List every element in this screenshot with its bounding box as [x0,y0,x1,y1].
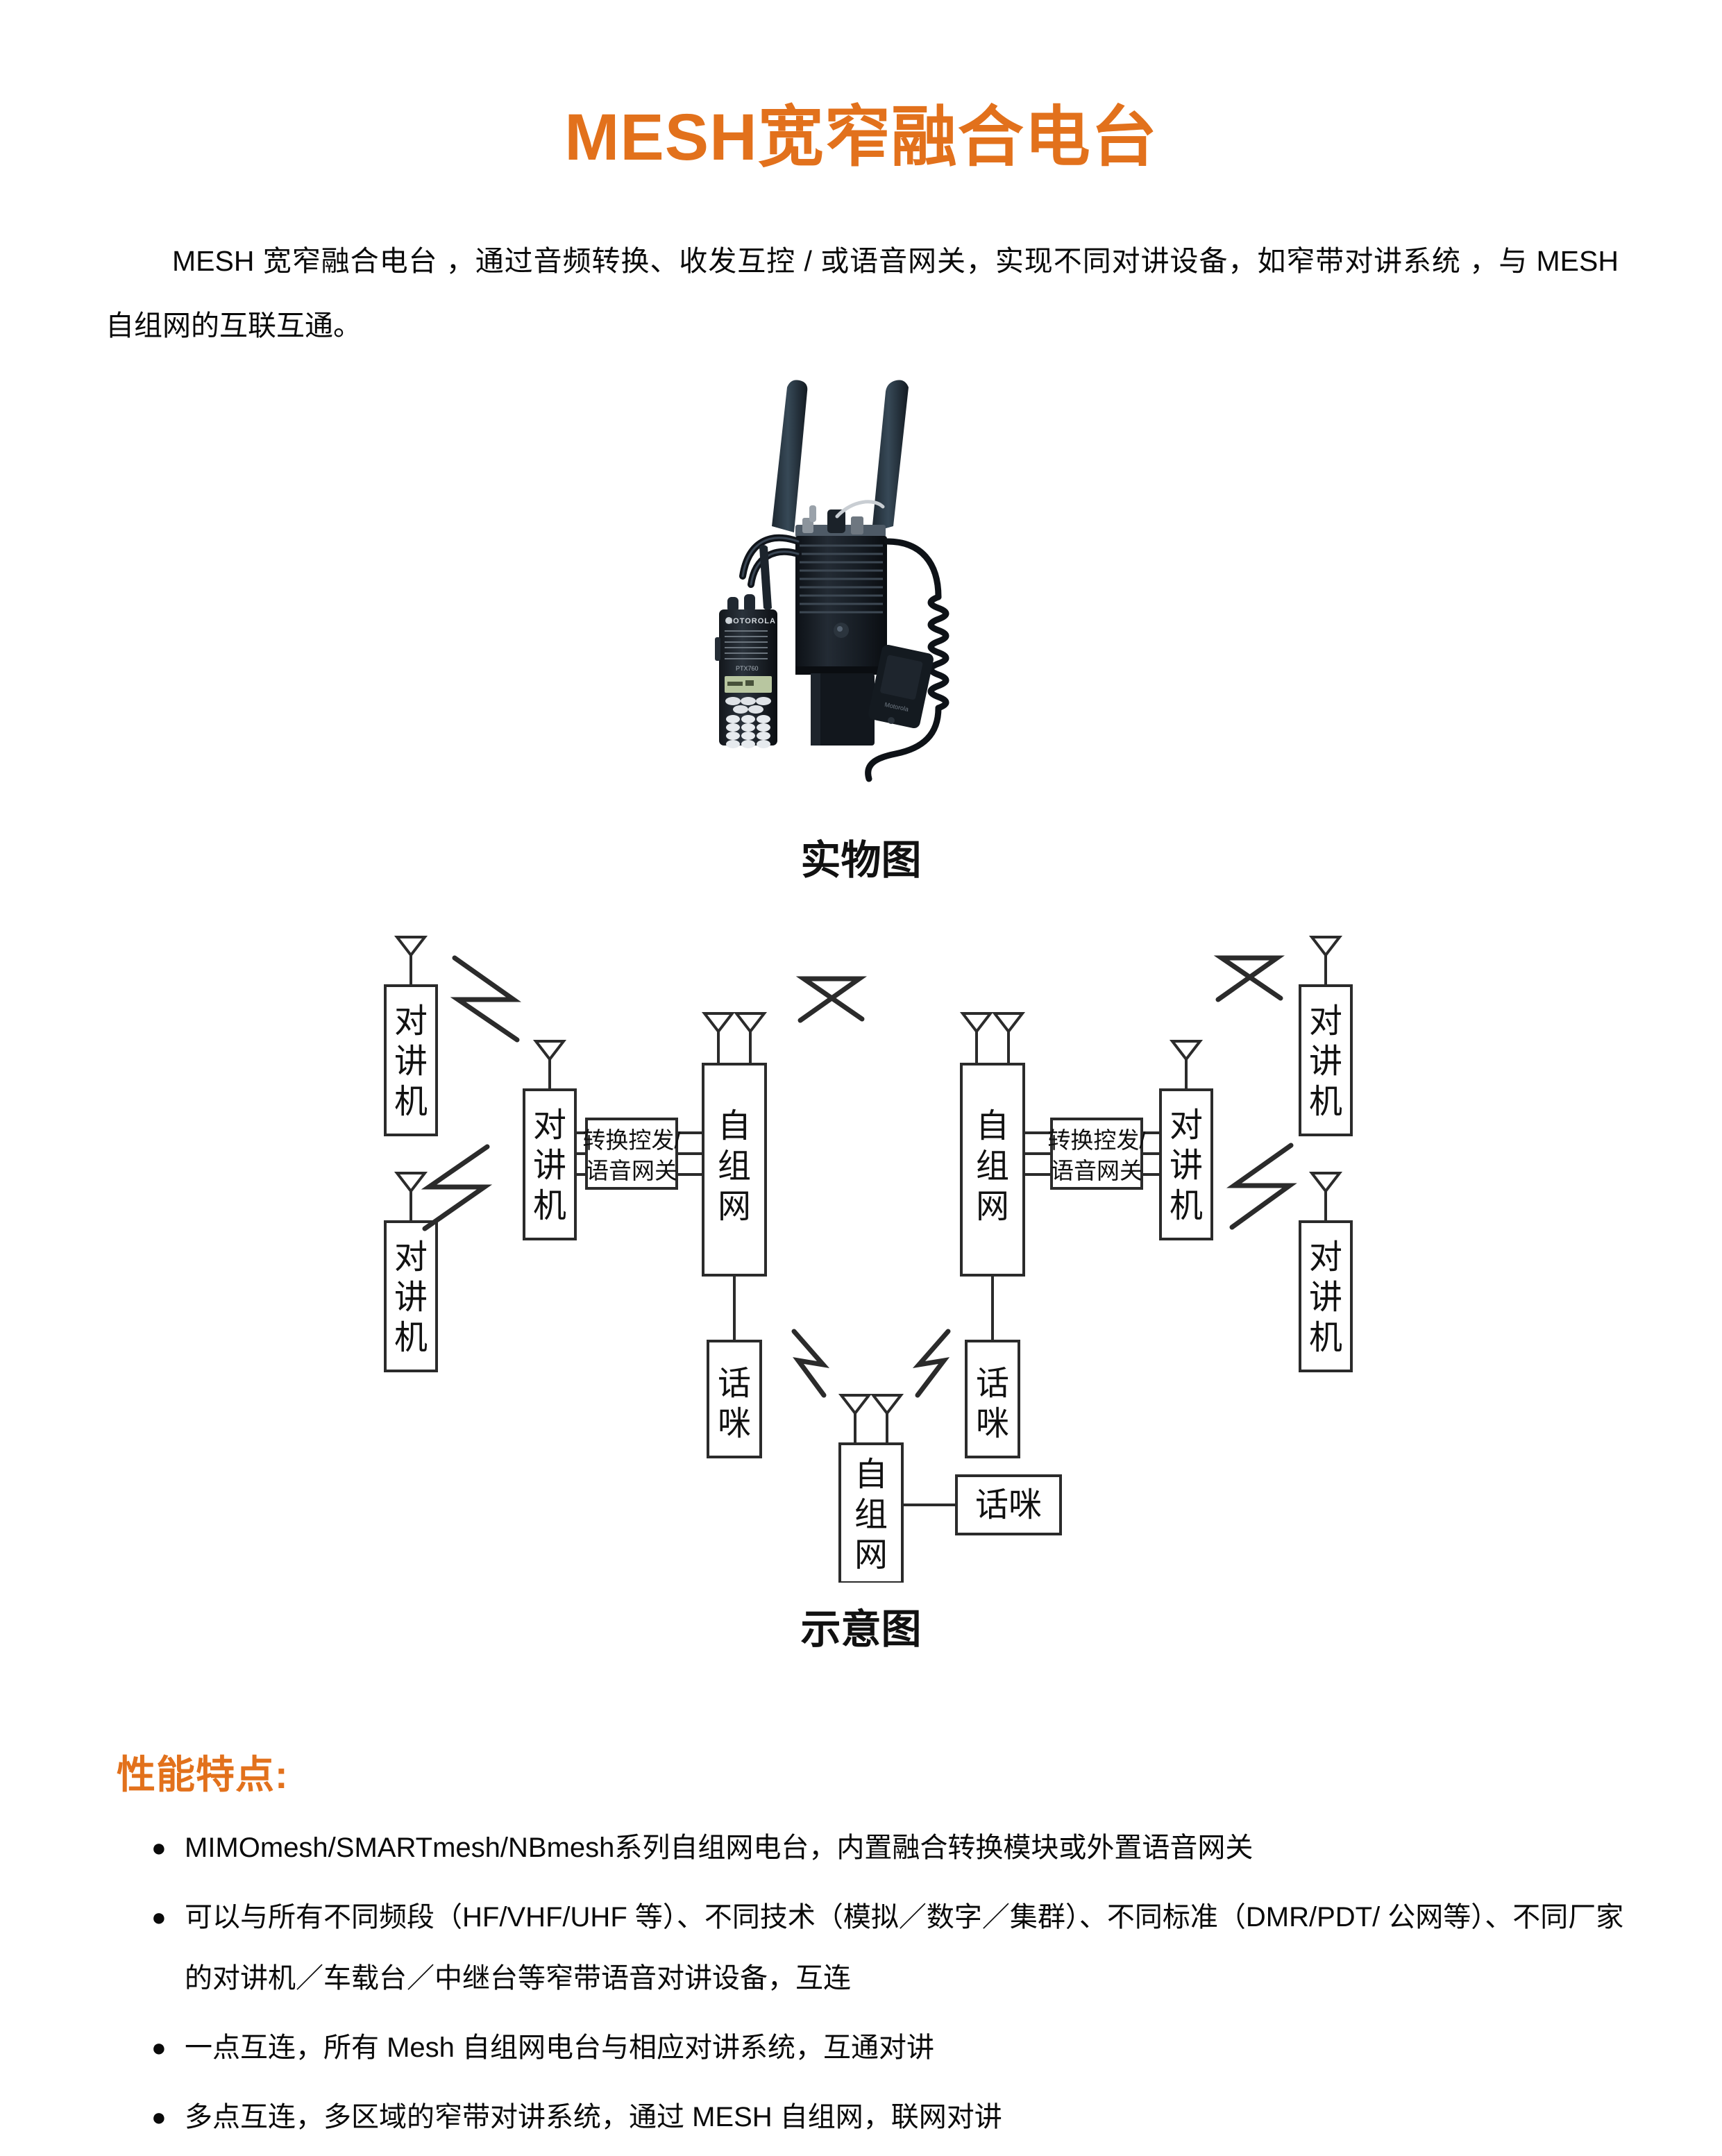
link-radio-gateway-left [574,1131,588,1176]
label-mic-right: 话 [976,1365,1009,1402]
link-gateway-radio-right [1140,1131,1162,1176]
wireless-link-2 [421,1144,493,1231]
bullet-icon: ● [151,2033,167,2062]
handheld-radio: MOTOROLA PTX760 [715,545,777,748]
node-gateway-left [585,1118,678,1190]
schematic-diagram: 对 讲 机 对 讲 机 对 讲 机 转换控发/ 语音网关 自 组 网 话 咪 自… [0,916,1722,1583]
label-mic-bottom: 话咪 [975,1487,1042,1524]
node-radio-right-mid [1159,1040,1213,1240]
label-radio-left-bottom: 对 [394,1239,428,1276]
mesh-radio-body [795,536,887,746]
svg-text:网: 网 [854,1537,888,1574]
antenna-right-photo [872,380,909,532]
wireless-link-5 [1226,1143,1297,1230]
svg-text:PTX760: PTX760 [736,665,759,672]
svg-text:网: 网 [976,1188,1009,1225]
page-title: MESH宽窄融合电台 [564,101,1158,174]
link-mesh-gateway-right [1022,1131,1053,1176]
speaker-microphone: Motorola [868,644,934,729]
feature-item: ● 可以与所有不同频段（HF/VHF/UHF 等）、不同技术（模拟／数字／集群）… [151,1887,1630,2009]
feature-item: ● MIMOmesh/SMARTmesh/NBmesh系列自组网电台，内置融合转… [151,1817,1630,1878]
wireless-links [421,955,1297,1398]
photo-caption: 实物图 [800,838,922,883]
node-gateway-right [1050,1118,1143,1190]
label-radio-right-mid: 对 [1170,1107,1203,1144]
coiled-mic-cable [865,538,949,782]
svg-text:机: 机 [1170,1188,1203,1224]
node-mesh-left [701,1012,768,1277]
svg-text:机: 机 [394,1084,428,1120]
label-mesh-left: 自 [718,1108,751,1145]
node-radio-left-bottom [384,1172,438,1372]
svg-text:机: 机 [533,1188,566,1224]
svg-text:机: 机 [1309,1084,1342,1120]
feature-item-text: 可以与所有不同频段（HF/VHF/UHF 等）、不同技术（模拟／数字／集群）、不… [185,1902,1624,1994]
svg-text:组: 组 [718,1148,751,1185]
label-radio-left-mid: 对 [533,1107,566,1144]
wireless-link-3 [795,976,868,1023]
features-list: ● MIMOmesh/SMARTmesh/NBmesh系列自组网电台，内置融合转… [151,1817,1630,2156]
svg-text:讲: 讲 [394,1279,428,1316]
svg-text:讲: 讲 [1309,1279,1342,1316]
label-gateway-left: 转换控发/ [582,1127,681,1153]
wireless-link-6 [791,1329,830,1398]
svg-text:咪: 咪 [976,1406,1009,1442]
svg-text:讲: 讲 [533,1147,566,1184]
node-radio-left-top [384,936,438,1136]
rf-pigtail-cable [835,500,885,519]
intro-paragraph: MESH 宽窄融合电台 ，通过音频转换、收发互控 / 或语音网关，实现不同对讲设… [105,245,1619,342]
svg-text:组: 组 [976,1148,1009,1185]
svg-text:网: 网 [718,1188,751,1225]
node-radio-right-bottom [1299,1172,1353,1372]
svg-text:机: 机 [394,1320,428,1356]
svg-text:讲: 讲 [394,1043,428,1080]
connector-plate [795,505,886,537]
node-mic-bottom [955,1474,1062,1535]
label-radio-left-top: 对 [394,1003,428,1040]
node-mesh-right [959,1012,1026,1277]
node-mic-left [707,1340,762,1458]
label-radio-right-bottom: 对 [1309,1239,1342,1276]
label-gateway-right: 转换控发/ [1047,1127,1146,1153]
feature-item-text: 多点互连，多区域的窄带对讲系统，通过 MESH 自组网，联网对讲 [185,2102,1002,2132]
svg-text:语音网关: 语音网关 [586,1158,677,1184]
svg-text:讲: 讲 [1309,1043,1342,1080]
label-mesh-bottom: 自 [854,1456,888,1493]
bullet-icon: ● [151,1903,167,1931]
wireless-link-7 [912,1329,951,1398]
product-photo: Motorola MOTOROLA [666,368,1055,812]
features-heading: 性能特点: [117,1753,289,1796]
audio-cable-bundle [739,534,802,588]
node-radio-left-mid [523,1040,577,1240]
node-mesh-bottom [838,1394,904,1583]
link-gateway-mesh-left [675,1131,704,1176]
bullet-icon: ● [151,1833,167,1862]
label-mic-left: 话 [718,1365,751,1402]
feature-item-text: 一点互连，所有 Mesh 自组网电台与相应对讲系统，互通对讲 [185,2032,935,2063]
feature-item: ● 多点互连，多区域的窄带对讲系统，通过 MESH 自组网，联网对讲 [151,2087,1630,2148]
node-mic-right [965,1340,1020,1458]
bullet-icon: ● [151,2103,167,2131]
label-radio-right-top: 对 [1309,1003,1342,1040]
node-radio-right-top [1299,936,1353,1136]
diagram-caption: 示意图 [800,1607,922,1652]
feature-item-text: MIMOmesh/SMARTmesh/NBmesh系列自组网电台，内置融合转换模… [185,1833,1253,1863]
label-mesh-right: 自 [976,1108,1009,1145]
svg-text:语音网关: 语音网关 [1051,1158,1142,1184]
feature-item: ● 一点互连，所有 Mesh 自组网电台与相应对讲系统，互通对讲 [151,2017,1630,2078]
antenna-left-photo [772,380,808,532]
svg-text:机: 机 [1309,1320,1342,1356]
svg-text:咪: 咪 [718,1406,751,1442]
svg-text:MOTOROLA: MOTOROLA [726,617,776,625]
wireless-link-4 [1213,955,1285,1002]
wireless-link-1 [450,955,522,1043]
svg-text:讲: 讲 [1170,1147,1203,1184]
svg-text:组: 组 [854,1497,888,1533]
